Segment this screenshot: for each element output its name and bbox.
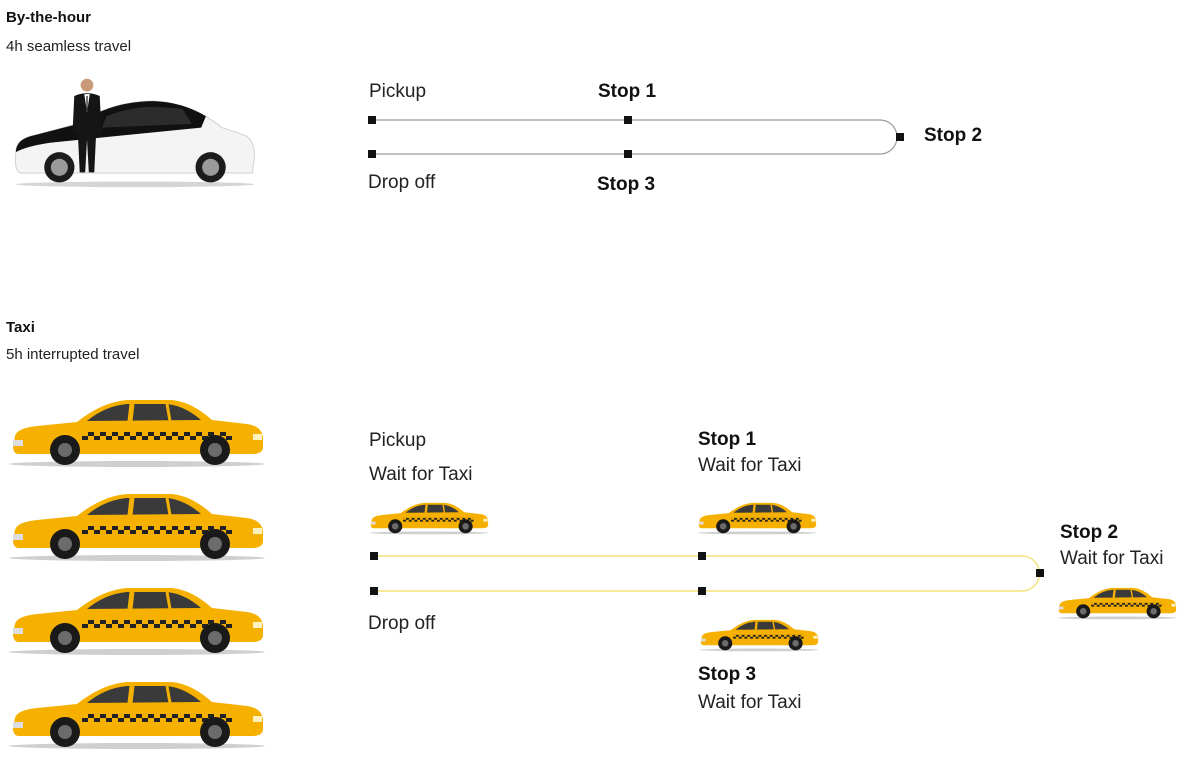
taxi-dropoff-label: Drop off [368, 613, 436, 634]
stop-2-label: Stop 2 [924, 125, 983, 146]
pickup-label: Pickup [369, 81, 427, 102]
by-the-hour-route-line [368, 116, 904, 158]
stop-3-label: Stop 3 [597, 174, 656, 195]
route-node-stop-1 [698, 552, 706, 560]
route-node-stop-2 [896, 133, 904, 141]
taxi-icon [6, 670, 268, 750]
luxury-sedan-icon [6, 86, 264, 190]
taxi-stop-1-label: Stop 1 [698, 429, 757, 450]
route-node-dropoff [370, 587, 378, 595]
chauffeur-icon [68, 76, 106, 176]
taxi-icon [696, 497, 818, 535]
route-node-stop-1 [624, 116, 632, 124]
taxi-pickup-wait-label: Wait for Taxi [369, 464, 473, 485]
taxi-route-line [370, 552, 1044, 595]
taxi-stop-1-wait-label: Wait for Taxi [698, 455, 802, 476]
taxi-icon [6, 576, 268, 656]
taxi-title: Taxi [6, 319, 35, 336]
route-node-stop-3 [624, 150, 632, 158]
taxi-icon [368, 497, 490, 535]
dropoff-label: Drop off [368, 172, 436, 193]
route-node-dropoff [368, 150, 376, 158]
by-the-hour-subtitle: 4h seamless travel [6, 38, 132, 55]
taxi-icon [698, 614, 820, 652]
taxi-stop-2-wait-label: Wait for Taxi [1060, 548, 1164, 569]
taxi-stop-3-label: Stop 3 [698, 664, 757, 685]
by-the-hour-title: By-the-hour [6, 9, 91, 26]
taxi-stop-3-wait-label: Wait for Taxi [698, 692, 802, 713]
taxi-icon [1056, 582, 1178, 620]
route-node-stop-3 [698, 587, 706, 595]
route-node-pickup [370, 552, 378, 560]
taxi-icon [6, 482, 268, 562]
route-node-stop-2 [1036, 569, 1044, 577]
taxi-stop-2-label: Stop 2 [1060, 522, 1119, 543]
taxi-pickup-label: Pickup [369, 430, 427, 451]
taxi-icon [6, 388, 268, 468]
stop-1-label: Stop 1 [598, 81, 657, 102]
taxi-subtitle: 5h interrupted travel [6, 346, 140, 363]
route-node-pickup [368, 116, 376, 124]
